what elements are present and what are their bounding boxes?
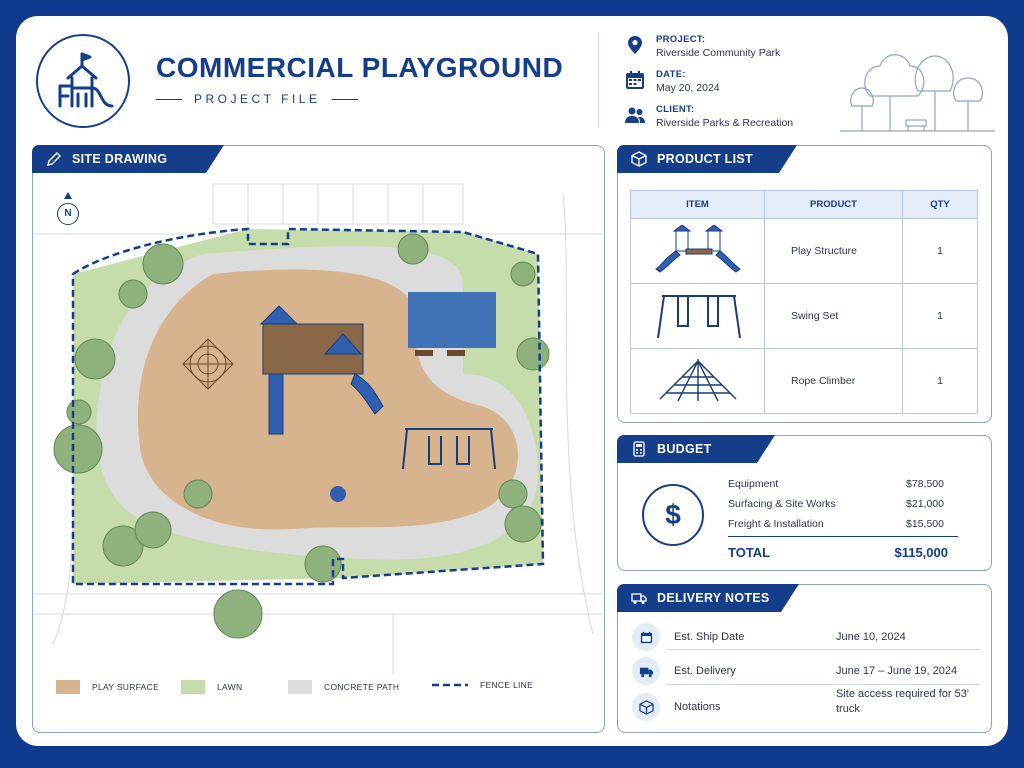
- delivery-value: June 10, 2024: [836, 630, 906, 643]
- calculator-icon: [631, 441, 647, 457]
- legend-play-surface: PLAY SURFACE: [56, 680, 159, 694]
- people-icon: [625, 107, 645, 123]
- delivery-row-delivery: Est. Delivery June 17 – June 19, 2024: [632, 657, 982, 685]
- budget-amount: $78,500: [906, 478, 944, 490]
- delivery-value: June 17 – June 19, 2024: [836, 664, 958, 677]
- delivery-notes-title: DELIVERY NOTES: [657, 591, 770, 605]
- budget-total: TOTAL $115,000: [728, 545, 948, 560]
- product-qty: 1: [902, 218, 978, 284]
- delivery-key: Notations: [674, 701, 721, 713]
- budget-line: Freight & Installation $15,500: [728, 518, 944, 530]
- budget-item: Freight & Installation: [728, 518, 824, 530]
- playground-logo-icon: [36, 34, 130, 128]
- site-drawing-panel: SITE DRAWING: [32, 145, 605, 733]
- budget-panel: BUDGET $ Equipment $78,500 Surfacing & S…: [617, 435, 992, 571]
- table-row: Swing Set 1: [630, 283, 978, 349]
- budget-item: Equipment: [728, 478, 779, 490]
- product-name: Rope Climber: [764, 348, 903, 414]
- product-name: Play Structure: [764, 218, 903, 284]
- subtitle-row: PROJECT FILE: [156, 92, 359, 106]
- budget-item: Surfacing & Site Works: [728, 498, 836, 510]
- divider: [156, 98, 182, 100]
- legend-label: FENCE LINE: [480, 680, 534, 690]
- concrete-path-swatch: [288, 680, 312, 694]
- total-label: TOTAL: [728, 545, 771, 560]
- delivery-value: Site access required for 53' truck: [836, 688, 969, 715]
- budget-line: Surfacing & Site Works $21,000: [728, 498, 944, 510]
- budget-amount: $15,500: [906, 518, 944, 530]
- product-list-title: PRODUCT LIST: [657, 152, 753, 166]
- legend-label: PLAY SURFACE: [92, 682, 160, 692]
- meta-key: DATE:: [656, 69, 686, 80]
- meta-value: Riverside Community Park: [656, 47, 781, 59]
- table-row: Play Structure 1: [630, 218, 978, 284]
- legend-fence-line: FENCE LINE: [432, 680, 533, 690]
- legend-lawn: LAWN: [181, 680, 242, 694]
- north-arrow-icon: N: [51, 192, 85, 230]
- box-icon: [631, 151, 647, 167]
- budget-line: Equipment $78,500: [728, 478, 944, 490]
- calendar-icon: [632, 623, 660, 651]
- product-name: Swing Set: [764, 283, 903, 349]
- column-header: QTY: [902, 190, 978, 219]
- legend-label: LAWN: [217, 682, 243, 692]
- legend-concrete-path: CONCRETE PATH: [288, 680, 399, 694]
- site-drawing-title: SITE DRAWING: [72, 152, 168, 166]
- product-list-panel: PRODUCT LIST ITEM PRODUCT QTY: [617, 145, 992, 423]
- column-header: PRODUCT: [764, 190, 903, 219]
- divider: [666, 684, 980, 685]
- legend-label: CONCRETE PATH: [324, 682, 400, 692]
- delivery-row-notations: Notations Site access required for 53' t…: [632, 688, 982, 721]
- total-amount: $115,000: [894, 545, 948, 560]
- delivery-key: Est. Ship Date: [674, 631, 745, 643]
- delivery-row-ship-date: Est. Ship Date June 10, 2024: [632, 623, 982, 651]
- table-row: Rope Climber 1: [630, 348, 978, 414]
- product-table: ITEM PRODUCT QTY: [630, 190, 978, 414]
- page-title: COMMERCIAL PLAYGROUND: [156, 52, 564, 83]
- site-plan: [33, 183, 603, 674]
- page-subtitle: PROJECT FILE: [194, 92, 321, 106]
- pencil-icon: [46, 151, 62, 167]
- header-divider: [598, 32, 599, 128]
- play-surface-swatch: [56, 680, 80, 694]
- meta-date: DATE: May 20, 2024: [624, 69, 720, 94]
- delivery-key: Est. Delivery: [674, 665, 736, 677]
- divider: [666, 649, 980, 650]
- budget-tab: BUDGET: [617, 435, 775, 463]
- fence-line-swatch: [432, 683, 468, 687]
- rope-climber-image: [630, 348, 765, 414]
- meta-value: Riverside Parks & Recreation: [656, 117, 794, 129]
- truck-icon: [631, 590, 647, 606]
- product-qty: 1: [902, 348, 978, 414]
- calendar-icon: [626, 71, 644, 89]
- product-qty: 1: [902, 283, 978, 349]
- play-structure-image: [630, 218, 765, 284]
- lawn-swatch: [181, 680, 205, 694]
- meta-value: May 20, 2024: [656, 82, 720, 94]
- site-drawing-tab: SITE DRAWING: [32, 145, 224, 173]
- swing-set-image: [630, 283, 765, 349]
- delivery-notes-tab: DELIVERY NOTES: [617, 584, 799, 612]
- delivery-notes-panel: DELIVERY NOTES Est. Ship Date June 10, 2…: [617, 584, 992, 733]
- product-list-tab: PRODUCT LIST: [617, 145, 797, 173]
- truck-icon: [632, 657, 660, 685]
- location-pin-icon: [628, 36, 642, 54]
- trees-illustration: [840, 54, 995, 132]
- total-divider: [728, 536, 958, 537]
- meta-key: PROJECT:: [656, 34, 706, 45]
- package-icon: [632, 693, 660, 721]
- meta-project: PROJECT: Riverside Community Park: [624, 34, 780, 59]
- meta-key: CLIENT:: [656, 104, 695, 115]
- dollar-icon: $: [642, 484, 704, 546]
- budget-amount: $21,000: [906, 498, 944, 510]
- north-label: N: [57, 203, 79, 225]
- budget-title: BUDGET: [657, 442, 712, 456]
- divider: [332, 98, 359, 100]
- meta-client: CLIENT: Riverside Parks & Recreation: [624, 104, 793, 129]
- column-header: ITEM: [630, 190, 765, 219]
